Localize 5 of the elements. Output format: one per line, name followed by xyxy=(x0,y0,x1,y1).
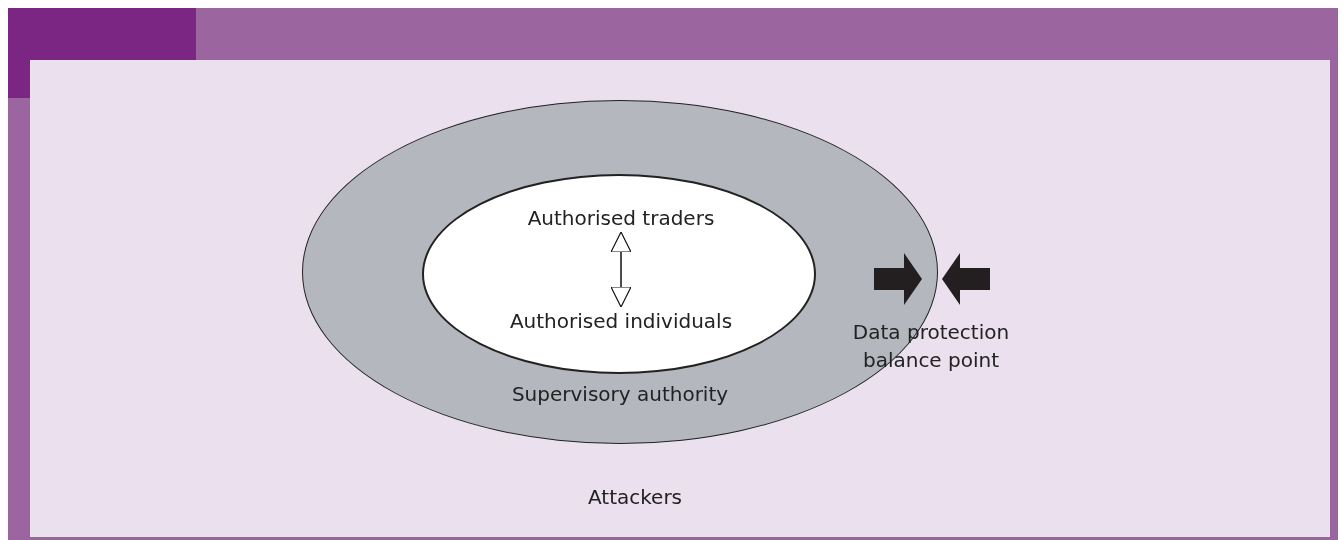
ellipse-label: Supervisory authority xyxy=(511,381,729,408)
double-arrow xyxy=(610,231,632,308)
role-label: Authorised individuals xyxy=(441,307,801,335)
outside-label: Attackers xyxy=(586,484,684,511)
role-label: Authorised traders xyxy=(471,204,771,232)
